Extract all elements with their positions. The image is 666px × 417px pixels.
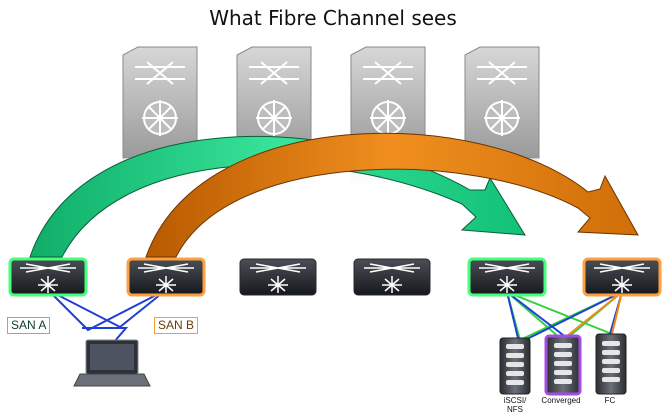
laptop-icon — [73, 339, 151, 387]
edge-switch-icon — [20, 263, 76, 293]
san-b-label: SAN B — [154, 317, 199, 334]
storage-array-icon — [554, 343, 572, 384]
edge-switch-2 — [126, 257, 206, 297]
san-b-path-arrow — [145, 132, 639, 258]
storage-converged — [544, 334, 582, 396]
edge-switch-icon — [364, 263, 420, 293]
edge-switch-6 — [582, 257, 662, 297]
edge-switch-icon — [250, 263, 306, 293]
core-director-icon — [135, 61, 185, 136]
core-director-icon — [249, 61, 299, 136]
edge-switch-icon — [138, 263, 194, 293]
edge-switch-icon — [594, 263, 650, 293]
core-director-icon — [477, 61, 527, 136]
storage-iscsi-label: iSCSI/ NFS — [503, 396, 527, 414]
edge-switch-4 — [353, 258, 431, 296]
diagram-title: What Fibre Channel sees — [209, 6, 457, 30]
edge-switch-icon — [479, 263, 535, 293]
edge-switch-5 — [467, 257, 547, 297]
storage-converged-label: Converged — [541, 396, 581, 405]
storage-iscsi — [499, 337, 531, 395]
storage-cabling — [506, 291, 623, 341]
storage-array-icon — [506, 344, 524, 385]
core-director-icon — [363, 61, 413, 136]
core-director-1 — [122, 46, 198, 193]
edge-switch-3 — [239, 258, 317, 296]
edge-switch-1 — [8, 257, 88, 297]
storage-fc-label: FC — [604, 396, 616, 405]
san-a-label: SAN A — [7, 317, 51, 334]
storage-array-icon — [602, 341, 620, 382]
storage-fc — [595, 333, 627, 395]
host-cabling — [47, 289, 167, 343]
